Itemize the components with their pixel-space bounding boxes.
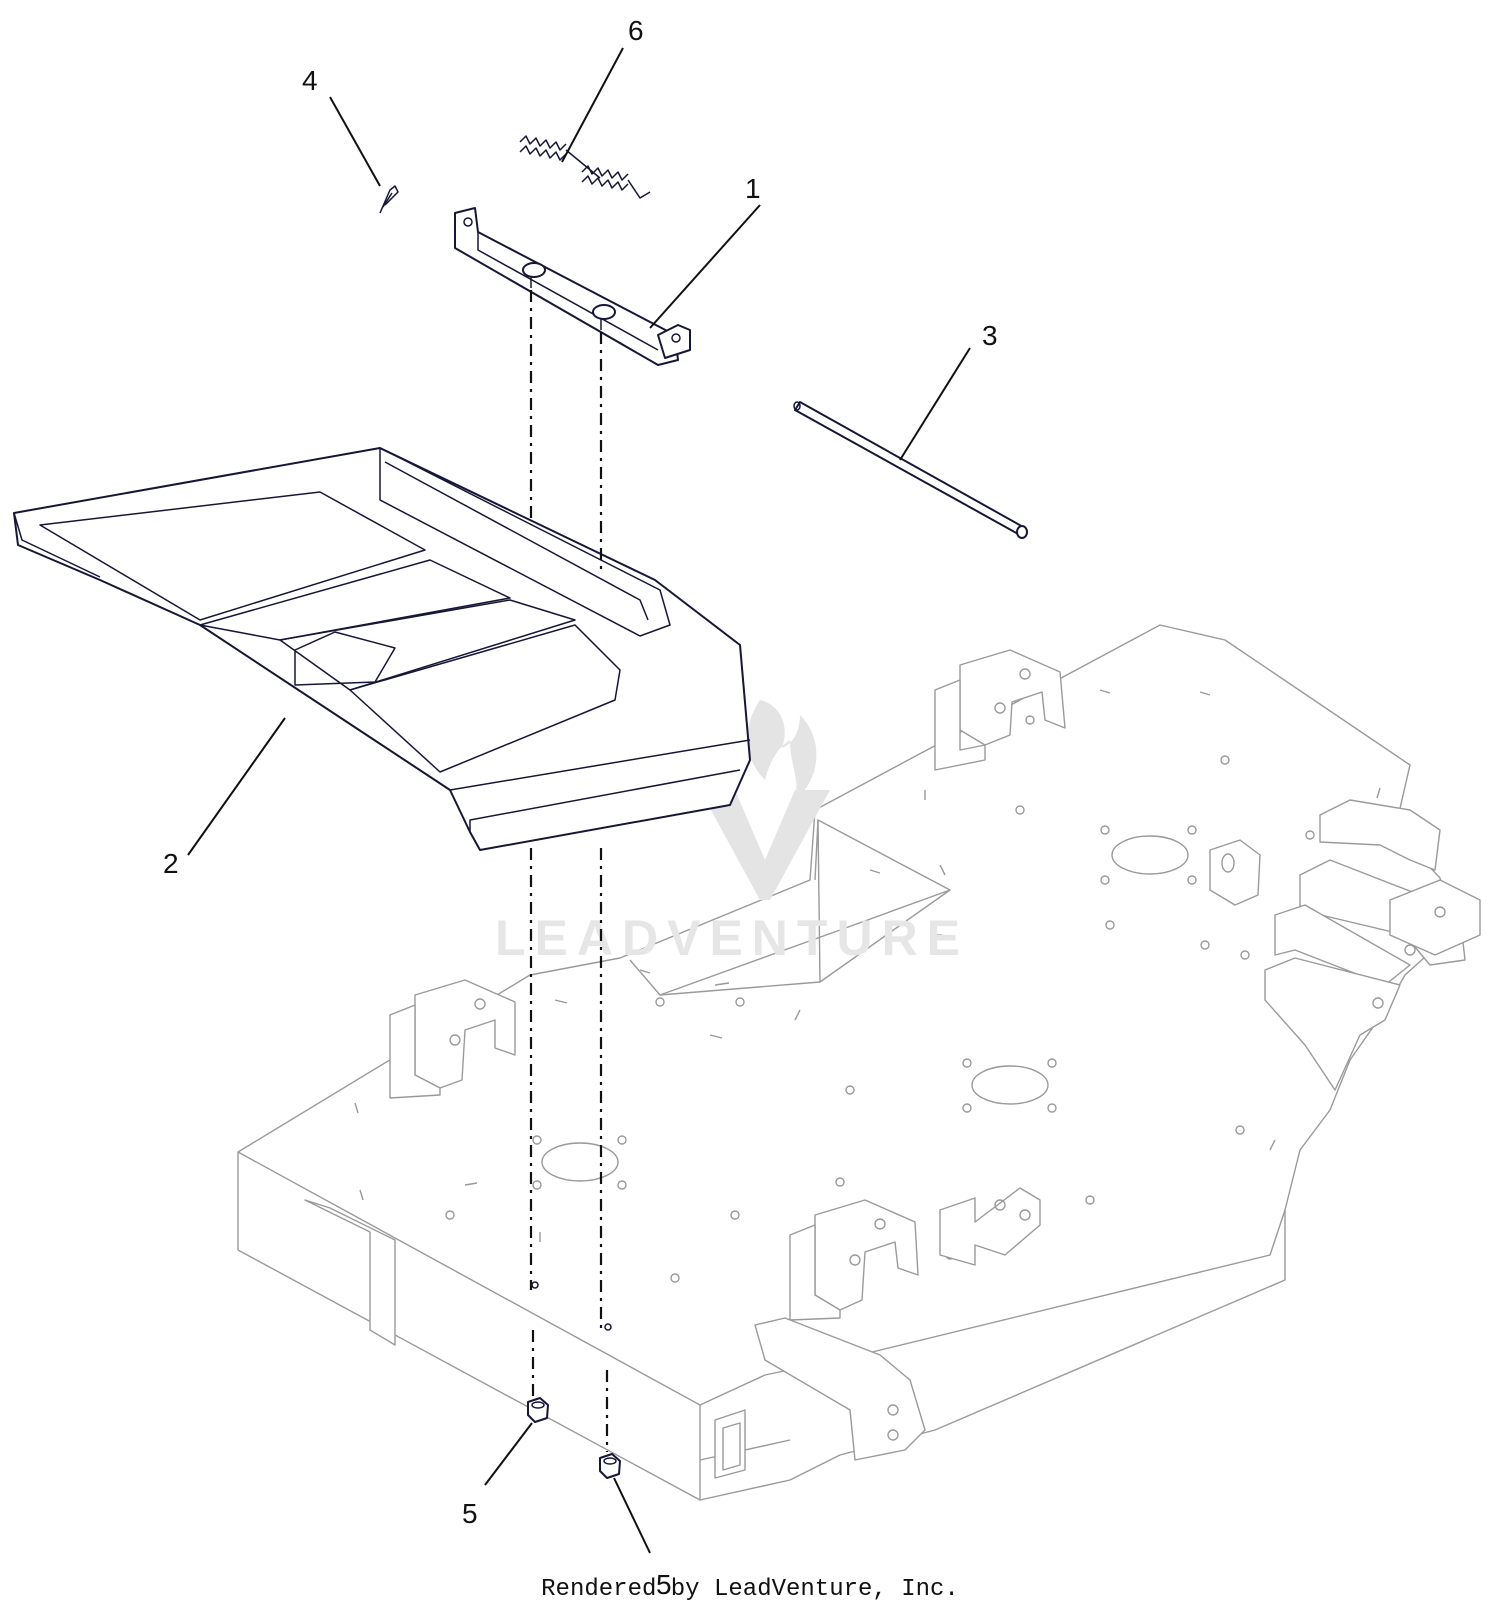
callout-4: 4 xyxy=(302,65,318,96)
watermark-text: LEADVENTURE xyxy=(495,910,969,966)
callout-5-left: 5 xyxy=(462,1498,478,1529)
assembly-centerlines xyxy=(529,290,612,1452)
part-1-mount-bracket xyxy=(454,207,691,366)
part-3-pin xyxy=(793,401,1028,539)
part-5-nut-right xyxy=(599,1453,621,1479)
part-5-nut-left xyxy=(527,1397,549,1423)
part-4-hairpin-clip xyxy=(379,185,399,214)
deck-frame xyxy=(237,624,1481,1501)
callout-3: 3 xyxy=(982,320,998,351)
callout-5-right: 5 xyxy=(656,1569,672,1600)
watermark-logo: LEADVENTURE xyxy=(495,700,969,966)
callout-2: 2 xyxy=(163,848,179,879)
callout-labels: 1 2 3 4 5 5 6 xyxy=(163,15,998,1600)
part-2-foot-plate xyxy=(13,447,751,851)
part-6-torsion-spring xyxy=(519,135,651,199)
footer-credit: Rendered by LeadVenture, Inc. xyxy=(541,1576,959,1603)
leader-lines xyxy=(187,47,971,1554)
callout-1: 1 xyxy=(745,173,761,204)
callout-6: 6 xyxy=(628,15,644,46)
